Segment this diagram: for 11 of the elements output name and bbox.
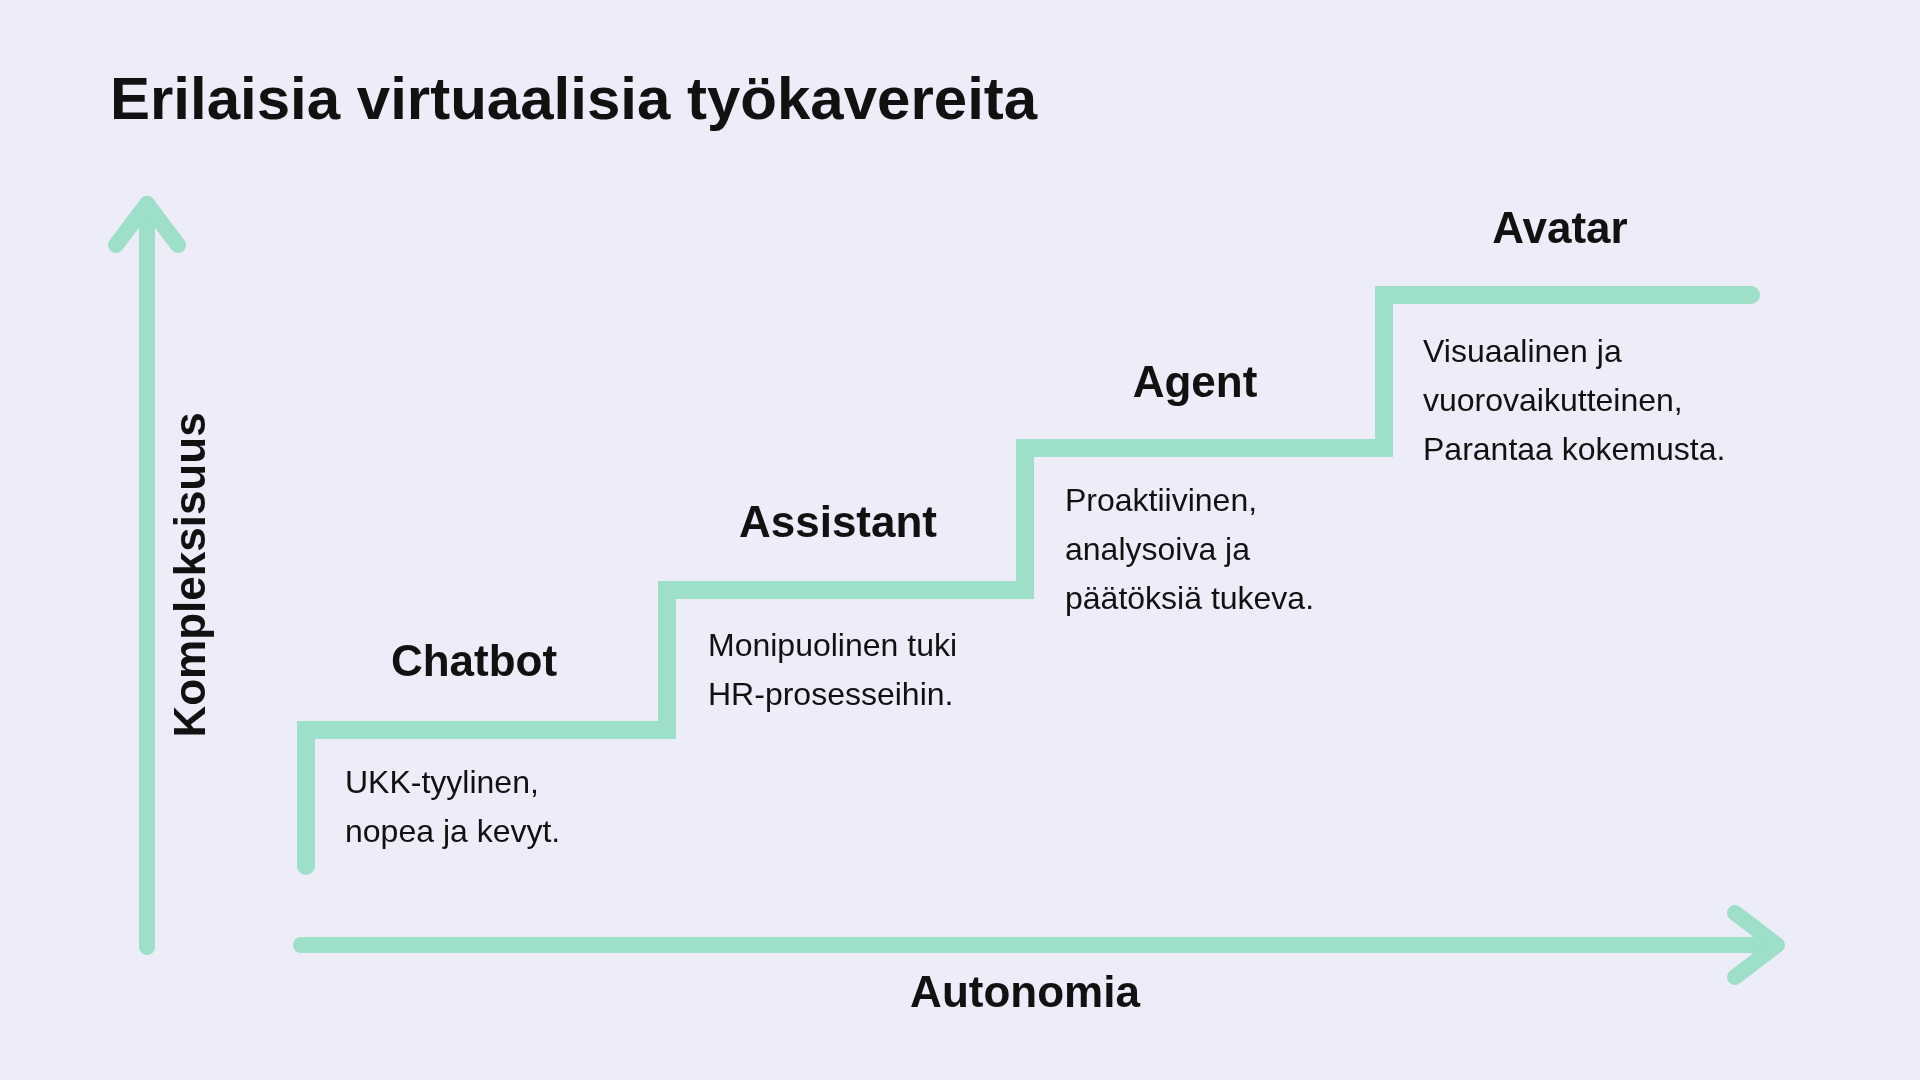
step-description: Visuaalinen ja vuorovaikutteinen, Parantaa kokemusta. bbox=[1423, 332, 1727, 469]
step-heading: Assistant bbox=[738, 496, 938, 548]
axis-label: Kompleksisuus bbox=[164, 412, 215, 738]
step-heading: Agent bbox=[1132, 356, 1258, 408]
page-title: Erilaisia virtuaalisia työkavereita bbox=[110, 64, 1038, 133]
step-description: Proaktiivinen, analysoiva ja päätöksiä tukeva. bbox=[1065, 481, 1316, 618]
axis-label: Autonomia bbox=[910, 966, 1140, 1018]
step-heading: Avatar bbox=[1492, 202, 1628, 254]
step-heading: Chatbot bbox=[390, 635, 558, 687]
step-description: Monipuolinen tuki HR-prosesseihin. bbox=[708, 626, 959, 714]
step-description: UKK-tyylinen, nopea ja kevyt. bbox=[345, 763, 562, 851]
